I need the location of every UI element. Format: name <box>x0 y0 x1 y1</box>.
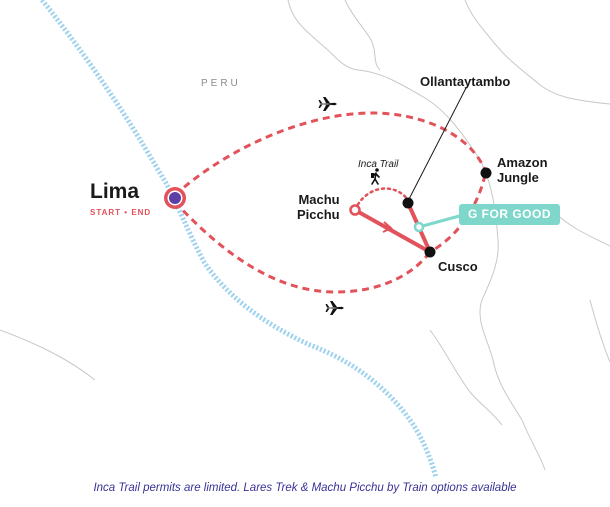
inca-trail-label: Inca Trail <box>358 159 399 170</box>
map-caption: Inca Trail permits are limited. Lares Tr… <box>93 482 517 494</box>
route-loop <box>173 111 487 294</box>
lima-marker <box>164 187 186 209</box>
ollantaytambo-label: Ollantaytambo <box>420 74 511 89</box>
inca-trail-route <box>353 187 410 212</box>
machu-picchu-label: Machu Picchu <box>297 192 340 222</box>
lima-label: Lima <box>90 180 140 203</box>
machu-picchu-marker <box>349 204 361 216</box>
cusco-marker <box>424 246 436 258</box>
coastline <box>40 0 439 479</box>
g-for-good-badge: G FOR GOOD <box>459 204 560 225</box>
plane-icon <box>318 97 337 111</box>
country-label: PERU <box>201 78 241 89</box>
cusco-label: Cusco <box>438 259 478 274</box>
amazon-jungle-label: Amazon Jungle <box>497 155 548 185</box>
ollantaytambo-marker <box>402 197 414 209</box>
amazon-marker <box>480 167 492 179</box>
direction-arrow-icon <box>382 221 393 233</box>
hiker-icon <box>371 168 380 185</box>
leader-line <box>406 87 467 204</box>
g-for-good-connector <box>413 213 464 233</box>
plane-icon <box>325 301 344 315</box>
start-end-tag: START • END <box>90 208 152 217</box>
country-borders <box>0 0 610 471</box>
